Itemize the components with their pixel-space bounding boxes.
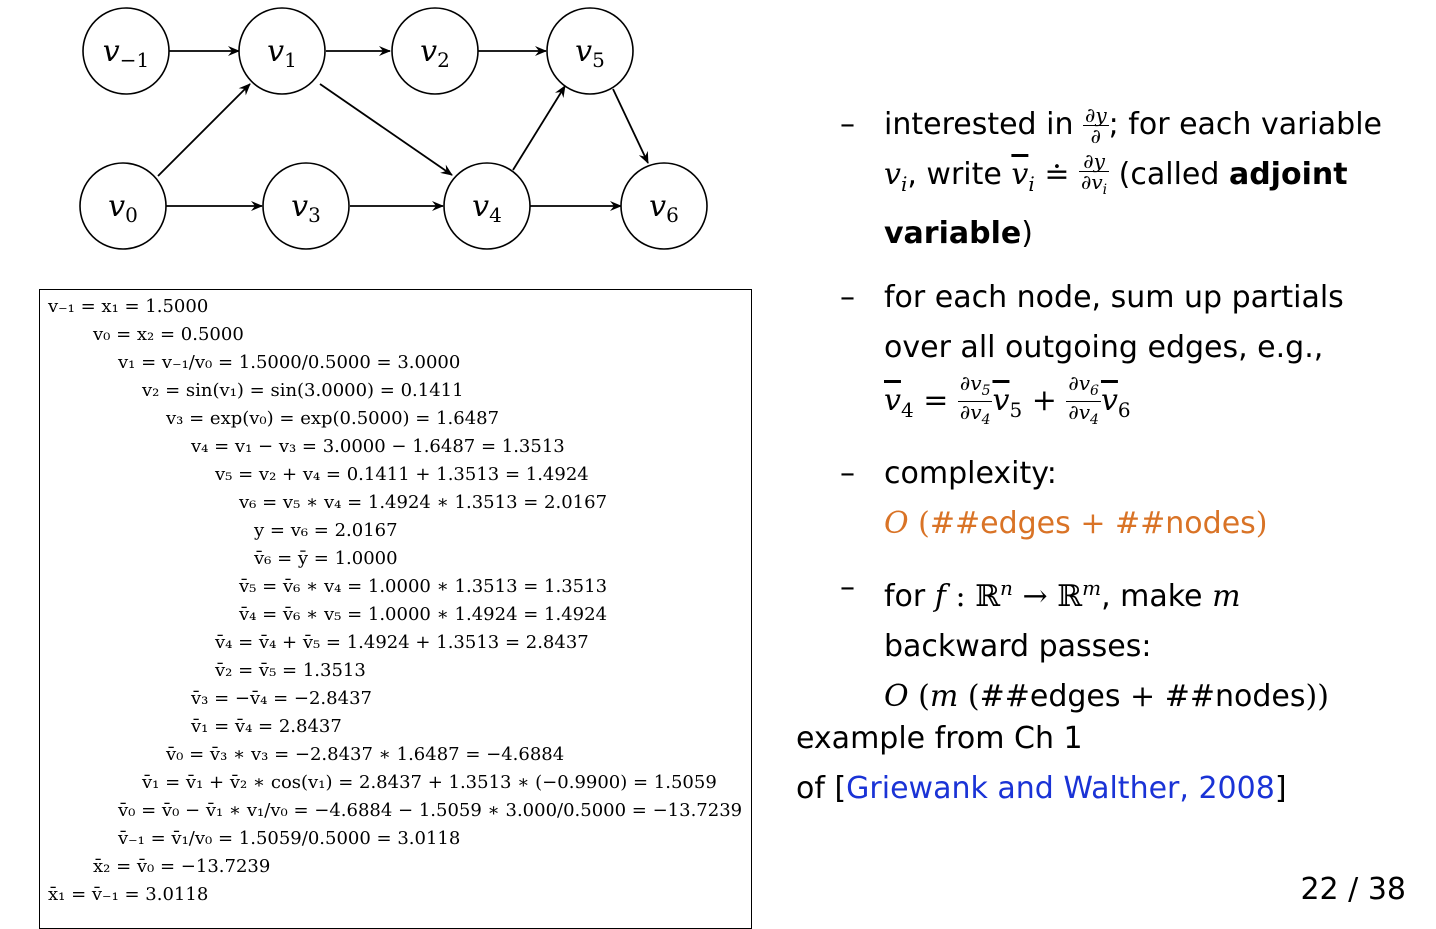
citation-link[interactable]: Griewank and Walther, 2008	[846, 771, 1275, 806]
computational-graph: v−1 v1 v2 v5 v0 v3 v4 v6	[79, 7, 708, 250]
trace-line: v̄₋₁ = v̄₁/v₀ = 1.5059/0.5000 = 3.0118	[118, 828, 461, 849]
complexity-expression: O (##edges + ##nodes)	[884, 505, 1268, 541]
trace-line: v̄₂ = v̄₅ = 1.3513	[215, 660, 366, 681]
bullet-sum-partials: – for each node, sum up partials over al…	[840, 280, 1344, 428]
trace-line: v₃ = exp(v₀) = exp(0.5000) = 1.6487	[166, 408, 500, 429]
node-v0: v0	[79, 162, 167, 250]
node-v2: v2	[391, 7, 479, 95]
math-vbar-i: vi	[1011, 157, 1035, 196]
edge-v1-v4	[319, 83, 453, 176]
backward-complexity-expression: O (m (##edges + ##nodes))	[884, 678, 1329, 714]
trace-line: v̄₅ = v̄₆ ∗ v₄ = 1.0000 ∗ 1.3513 = 1.351…	[239, 576, 608, 597]
trace-line: y = v₆ = 2.0167	[254, 520, 398, 541]
trace-line: v₋₁ = x₁ = 1.5000	[48, 296, 209, 317]
example-reference: example from Ch 1 of [Griewank and Walth…	[796, 721, 1287, 806]
math-vi: vi	[884, 157, 908, 196]
trace-line: v̄₃ = −v̄₄ = −2.8437	[191, 688, 372, 709]
svg-text:v5: v5	[575, 34, 605, 72]
trace-line: v₆ = v₅ ∗ v₄ = 1.4924 ∗ 1.3513 = 2.0167	[239, 492, 608, 513]
bullet-adjoint: – interested in ∂y∂; for each variable v…	[840, 100, 1420, 259]
trace-line: v̄₆ = ȳ = 1.0000	[254, 548, 398, 569]
node-v4: v4	[443, 162, 531, 250]
edge-v0-v1	[157, 83, 251, 177]
svg-text:v−1: v−1	[103, 34, 149, 72]
trace-line: v̄₄ = v̄₄ + v̄₅ = 1.4924 + 1.3513 = 2.84…	[215, 632, 589, 653]
svg-text:v1: v1	[267, 34, 297, 72]
evaluation-trace-box: v₋₁ = x₁ = 1.5000 v₀ = x₂ = 0.5000 v₁ = …	[39, 289, 752, 929]
bullet-complexity: – complexity: O (##edges + ##nodes)	[840, 455, 1268, 541]
svg-text:v2: v2	[420, 34, 450, 72]
node-v6: v6	[620, 162, 708, 250]
fraction-dy-d: ∂y∂	[1083, 103, 1109, 148]
trace-line: v̄₄ = v̄₆ ∗ v₅ = 1.0000 ∗ 1.4924 = 1.492…	[239, 604, 608, 625]
fraction-dy-dvi: ∂y∂vi	[1079, 149, 1110, 198]
svg-text:v3: v3	[291, 189, 321, 227]
page-number: 22 / 38	[1300, 872, 1406, 907]
node-v3: v3	[262, 162, 350, 250]
trace-line: x̄₁ = v̄₋₁ = 3.0118	[48, 884, 209, 905]
edge-v5-v6	[612, 88, 649, 164]
trace-line: v̄₀ = v̄₀ − v̄₁ ∗ v₁/v₀ = −4.6884 − 1.50…	[118, 800, 743, 821]
bullet-backward-passes: – for f : ℝn → ℝm, make m backward passe…	[840, 569, 1329, 714]
svg-text:v0: v0	[108, 189, 138, 227]
trace-line: v̄₀ = v̄₃ ∗ v₃ = −2.8437 ∗ 1.6487 = −4.6…	[166, 744, 565, 765]
trace-line: v₄ = v₁ − v₃ = 3.0000 − 1.6487 = 1.3513	[191, 436, 565, 457]
trace-line: v̄₁ = v̄₁ + v̄₂ ∗ cos(v₁) = 2.8437 + 1.3…	[142, 772, 717, 793]
trace-line: v̄₁ = v̄₄ = 2.8437	[191, 716, 342, 737]
trace-line: v₁ = v₋₁/v₀ = 1.5000/0.5000 = 3.0000	[118, 352, 461, 373]
node-v1: v1	[238, 7, 326, 95]
trace-line: v₀ = x₂ = 0.5000	[93, 324, 244, 345]
bullet-dash: –	[840, 107, 855, 142]
svg-text:v4: v4	[472, 189, 502, 227]
svg-text:v6: v6	[649, 189, 679, 227]
trace-line: x̄₂ = v̄₀ = −13.7239	[93, 856, 271, 877]
bullet-list: – interested in ∂y∂; for each variable v…	[840, 100, 1420, 736]
edge-v4-v5	[512, 85, 566, 171]
node-v-minus-1: v−1	[82, 7, 170, 95]
node-v5: v5	[546, 7, 634, 95]
trace-line: v₂ = sin(v₁) = sin(3.0000) = 0.1411	[142, 380, 464, 401]
trace-line: v₅ = v₂ + v₄ = 0.1411 + 1.3513 = 1.4924	[215, 464, 589, 485]
